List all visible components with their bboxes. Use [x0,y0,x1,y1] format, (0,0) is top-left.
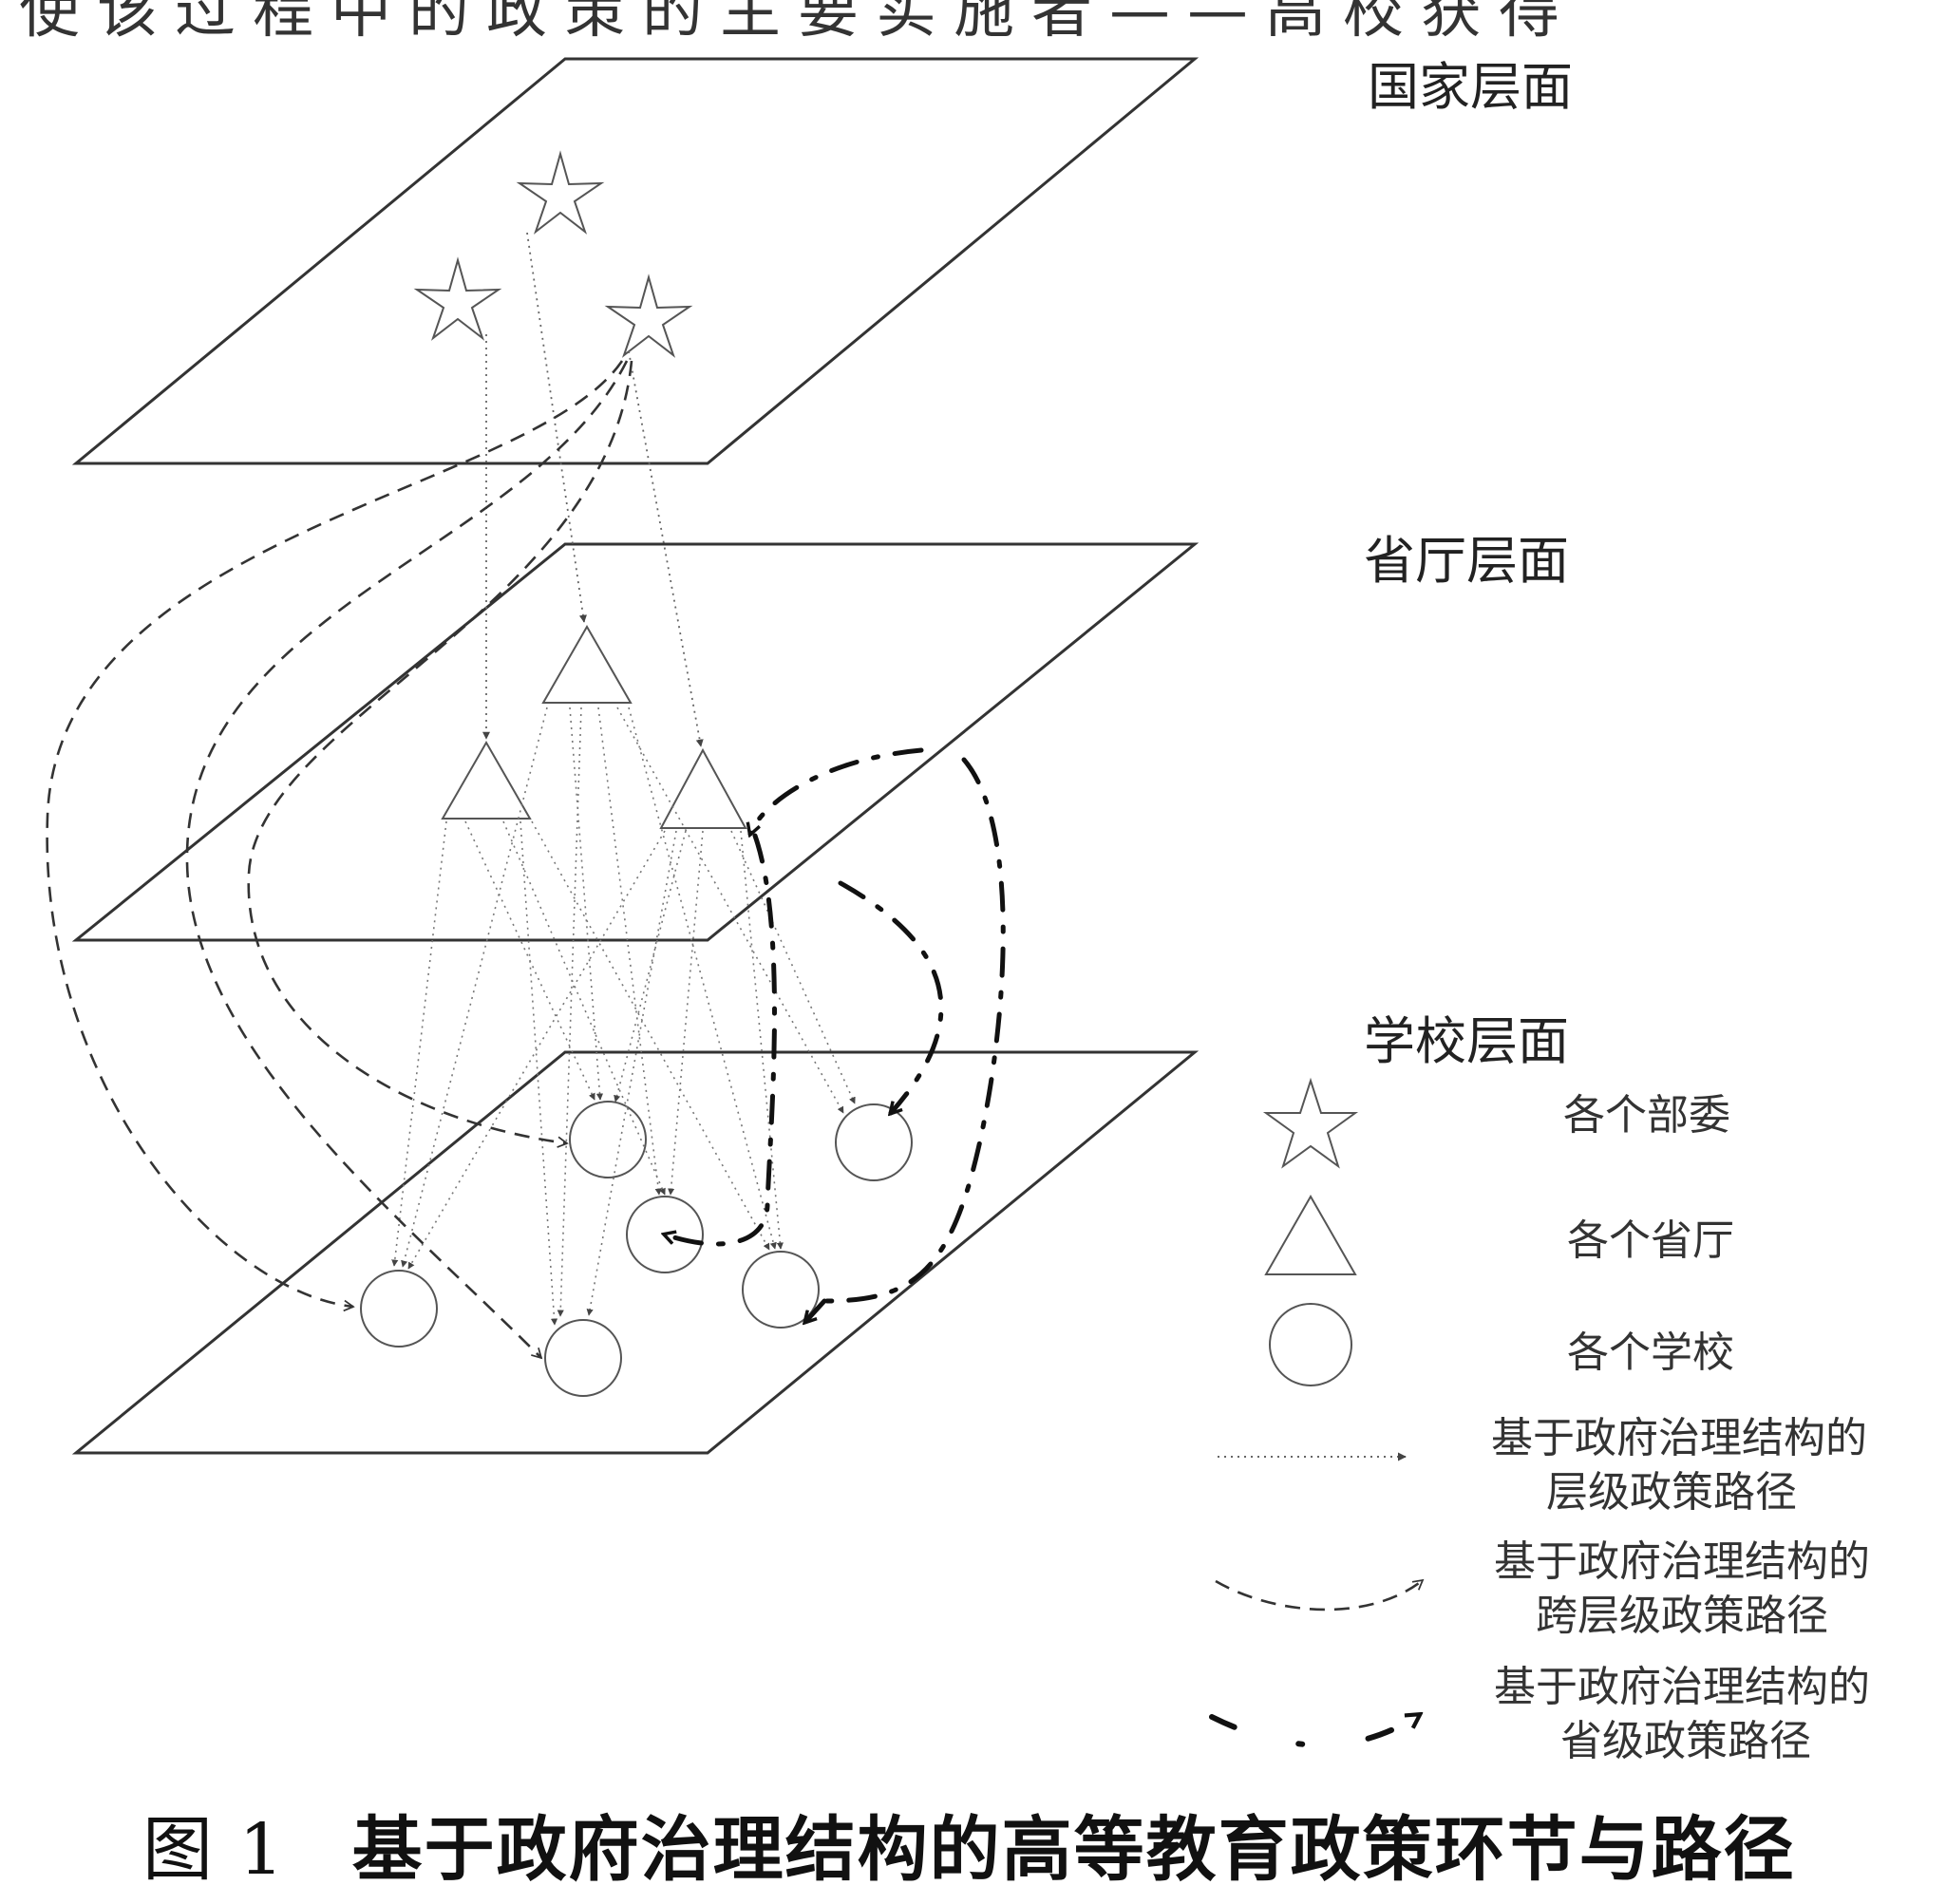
legend-hierarchical-label: 基于政府治理结构的 层级政策路径 [1491,1414,1867,1518]
cross-level-path-line [185,360,629,1360]
figure-title: 基于政府治理结构的高等教育政策环节与路径 [351,1809,1796,1891]
hierarchical-path-line [401,707,548,1268]
hierarchical-path-line [586,830,677,1316]
hierarchical-path-line [616,707,844,1114]
hierarchical-path-line [667,830,704,1196]
legend-departments-label: 各个省厅 [1567,1216,1734,1265]
school-circle-icon [742,1251,820,1329]
school-circle-icon [544,1319,622,1397]
figure-number: 图 1 [142,1809,286,1891]
hierarchical-path-line [520,820,558,1326]
department-triangle-icon [541,624,633,704]
provincial-path-line [805,1298,827,1322]
legend-circle-icon [1269,1303,1352,1386]
provincial-path-line [665,833,777,1247]
ministry-star-icon [516,150,605,235]
legend-cross-level-line [1215,1578,1425,1612]
cross-level-path-line [247,360,633,1148]
hierarchical-path-line [391,820,447,1267]
preceding-text-fragment: 使该过程中的政策的主要实施者——高校获得 [19,0,1577,47]
school-circle-icon [835,1103,913,1181]
hierarchical-path-line [531,820,770,1251]
school-circle-icon [569,1101,647,1178]
cross-level-path-line [46,360,624,1312]
hierarchical-path-line [502,820,666,1196]
national-plane [71,57,1200,465]
provincial-path-line [838,880,944,1113]
ministry-star-icon [413,256,502,341]
provincial-path-line [823,757,1006,1304]
legend-triangle-icon [1264,1194,1357,1275]
legend-provincial-line [1209,1715,1419,1748]
national-layer-label: 国家层面 [1368,57,1573,117]
legend-ministries-label: 各个部委 [1563,1091,1730,1140]
hierarchical-path-line [464,820,595,1101]
legend-schools-label: 各个学校 [1567,1329,1734,1377]
hierarchical-path-line [407,830,666,1270]
hierarchical-path-line [569,707,604,1101]
school-circle-icon [360,1270,438,1348]
legend-cross-level-label: 基于政府治理结构的 跨层级政策路径 [1494,1537,1870,1641]
school-layer-label: 学校层面 [1364,1011,1569,1071]
provincial-layer-label: 省厅层面 [1364,531,1569,591]
hierarchical-path-line [597,707,662,1196]
figure-caption: 图 1 基于政府治理结构的高等教育政策环节与路径 [142,1793,1796,1895]
school-circle-icon [626,1196,704,1273]
legend-star-icon [1262,1077,1359,1169]
hierarchical-path-line [628,350,704,747]
legend-provincial-label: 基于政府治理结构的 省级政策路径 [1494,1663,1870,1766]
hierarchical-path-line [614,830,687,1103]
department-triangle-icon [659,747,747,829]
department-triangle-icon [441,740,532,820]
ministry-star-icon [604,273,693,358]
provincial-path-line [750,747,924,834]
provincial-plane [71,542,1200,942]
hierarchical-path-line [628,707,777,1250]
school-plane [71,1050,1200,1455]
hierarchical-path-line [557,707,582,1317]
